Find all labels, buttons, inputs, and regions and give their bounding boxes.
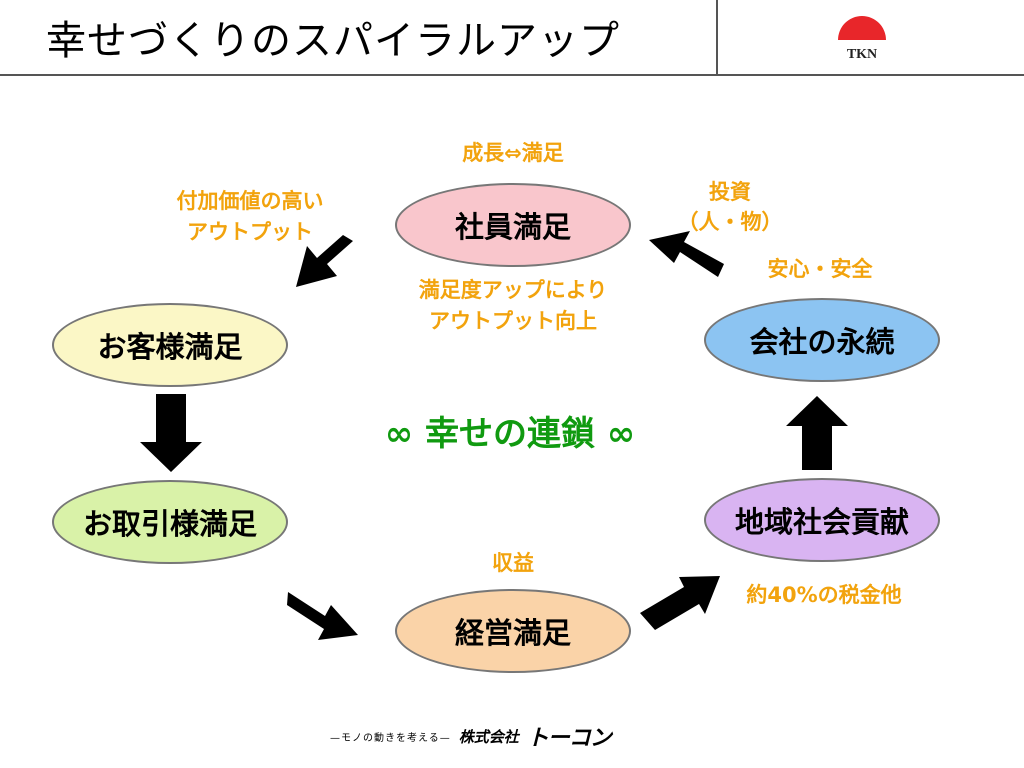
label-invest-line2: （人・物） [677, 210, 783, 234]
header-vertical-divider [716, 0, 718, 76]
label-tax: 約40%の税金他 [746, 583, 902, 607]
company-logo: TKN [838, 16, 886, 62]
arrow-management-to-community [640, 576, 720, 630]
node-customer-satisfaction: お客様満足 [52, 303, 288, 387]
node-supplier-satisfaction: お取引様満足 [52, 480, 288, 564]
label-invest-line1: 投資 [709, 180, 751, 204]
arrow-community-to-company [786, 396, 848, 470]
footer-tagline: —モノの動きを考える— [330, 732, 451, 744]
label-satisfaction-line1: 満足度アップにより [418, 278, 608, 302]
logo-text: TKN [847, 47, 877, 62]
arrow-customer-to-supplier [140, 394, 202, 472]
label-profit: 収益 [492, 551, 534, 575]
label-safety: 安心・安全 [767, 257, 873, 281]
node-community-contribution: 地域社会貢献 [704, 478, 940, 562]
arrow-supplier-to-management [287, 592, 358, 640]
node-employee-satisfaction: 社員満足 [395, 183, 631, 267]
label-output-line2: アウトプット [187, 220, 313, 244]
arrow-employee-to-customer [296, 235, 353, 287]
node-management-satisfaction: 経営満足 [395, 589, 631, 673]
footer-brand: トーコン [526, 726, 612, 751]
page-title: 幸せづくりのスパイラルアップ [46, 18, 620, 64]
arrow-company-to-employee [649, 231, 724, 277]
footer: —モノの動きを考える— 株式会社 トーコン [330, 724, 612, 751]
logo-rising-sun [838, 16, 886, 40]
node-company-continuity: 会社の永続 [704, 298, 940, 382]
center-label-happiness-chain: ∞ 幸せの連鎖 ∞ [384, 414, 636, 454]
footer-company-type: 株式会社 [458, 727, 519, 746]
label-satisfaction-line2: アウトプット向上 [429, 309, 597, 333]
label-growth: 成長⇔満足 [462, 141, 564, 165]
header-divider [0, 74, 1024, 76]
label-output-line1: 付加価値の高い [176, 189, 324, 213]
